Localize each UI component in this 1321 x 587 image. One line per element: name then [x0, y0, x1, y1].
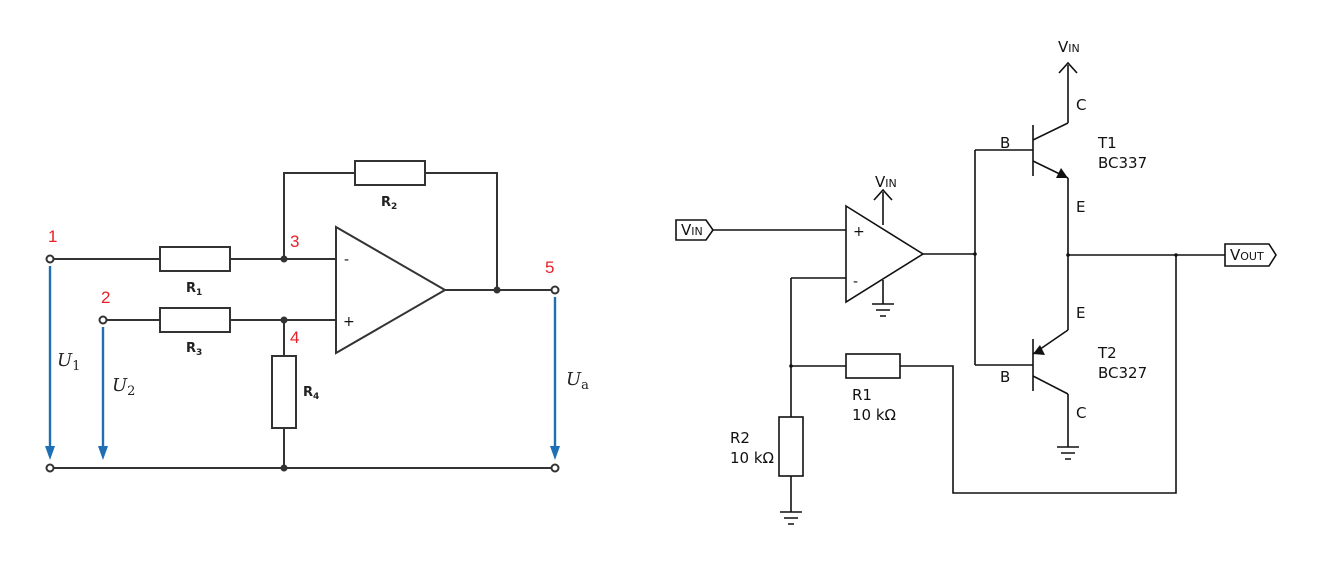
terminal: [98, 315, 108, 325]
resistor-r4: [271, 355, 297, 429]
resistor-r2: [354, 160, 426, 186]
voltage-label-u2: U2: [112, 375, 135, 399]
node-label-2: 2: [101, 288, 110, 307]
node-label-4: 4: [290, 328, 299, 347]
resistor-r1-right: [845, 353, 901, 379]
junction-dot: [280, 255, 288, 263]
left-circuit: - + 1 2 3 4 5 R1 R2 R3 R4: [45, 160, 589, 473]
resistor-r3: [159, 307, 231, 333]
vin-opamp-label: VIN: [875, 173, 897, 191]
ground-symbol: [1057, 446, 1079, 460]
voltage-arrows: [45, 266, 560, 460]
voltage-label-ua: Ua: [566, 369, 589, 393]
t2-pin-c: C: [1076, 404, 1086, 422]
r2-right-name: R2: [730, 429, 750, 447]
voltage-label-u1: U1: [57, 350, 80, 374]
terminal: [550, 285, 560, 295]
terminal: [550, 463, 560, 473]
label-r1: R1: [186, 281, 202, 298]
t1-pin-b: B: [1000, 134, 1010, 152]
terminal: [45, 254, 55, 264]
ground-symbol: [872, 303, 894, 317]
t2-pin-e: E: [1076, 304, 1085, 322]
t2-name: T2: [1097, 344, 1117, 362]
label-r2: R2: [381, 195, 397, 212]
junction-dot: [280, 316, 288, 324]
junction-dot: [1066, 253, 1070, 257]
t1-name: T1: [1097, 134, 1117, 152]
node-label-1: 1: [48, 227, 57, 246]
transistor-t1: [1032, 122, 1069, 179]
right-circuit: VIN VOUT + - VIN VIN: [675, 38, 1277, 525]
t1-pin-c: C: [1076, 96, 1086, 114]
resistor-r1: [159, 246, 231, 272]
r2-right-value: 10 kΩ: [730, 449, 774, 467]
junction-dot: [280, 464, 288, 472]
vin-input-label: VIN: [681, 221, 703, 239]
r1-right-name: R1: [852, 386, 872, 404]
opamp-left-plus: +: [343, 314, 355, 330]
junction-dot: [973, 252, 977, 256]
transistor-t2: [1032, 329, 1069, 395]
vin-top-label: VIN: [1058, 38, 1080, 56]
opamp-right: [845, 204, 925, 304]
opamp-left-minus: -: [344, 252, 349, 268]
vin-top-arrow: [1058, 61, 1078, 74]
t2-part: BC327: [1098, 364, 1147, 382]
node-label-5: 5: [545, 258, 554, 277]
junction-dot: [789, 364, 793, 368]
vin-input-tag: [675, 219, 714, 241]
label-r4: R4: [303, 385, 319, 402]
left-wires: [50, 172, 555, 469]
ground-symbol: [780, 511, 802, 525]
opamp-right-minus: -: [853, 274, 858, 290]
opamp-right-plus: +: [853, 224, 865, 240]
t1-pin-e: E: [1076, 198, 1085, 216]
junction-dot: [1174, 253, 1178, 257]
node-label-3: 3: [290, 232, 299, 251]
resistor-r2-right: [778, 416, 804, 477]
t1-part: BC337: [1098, 154, 1147, 172]
vout-output-label: VOUT: [1230, 246, 1264, 264]
vin-opamp-arrow: [873, 188, 893, 201]
label-r3: R3: [186, 341, 202, 358]
terminal: [45, 463, 55, 473]
vout-output-tag: [1224, 243, 1277, 267]
opamp-left: [335, 225, 447, 355]
t2-pin-b: B: [1000, 368, 1010, 386]
r1-right-value: 10 kΩ: [852, 406, 896, 424]
junction-dot: [493, 286, 501, 294]
